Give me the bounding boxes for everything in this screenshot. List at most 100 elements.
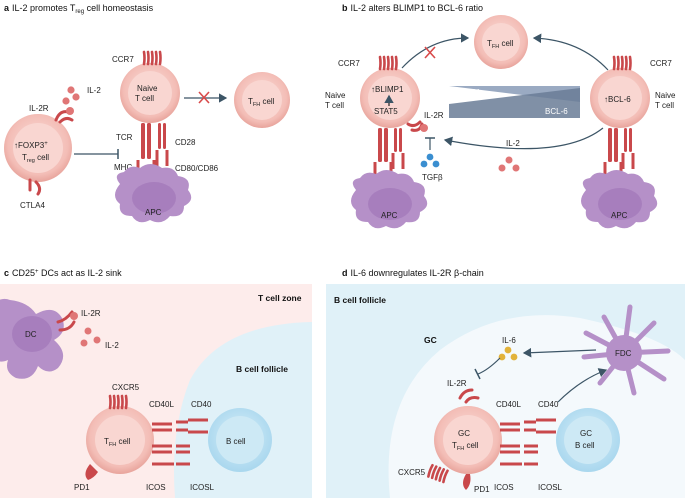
svg-text:Naive: Naive — [325, 91, 346, 100]
synapse-b-left — [373, 128, 405, 176]
cd40-label-c: CD40 — [191, 400, 212, 409]
svg-text:TFH cell: TFH cell — [452, 441, 479, 452]
ccr7-receptor-b-left — [378, 55, 398, 71]
fdc-cell — [581, 304, 671, 396]
svg-text:TFH cell: TFH cell — [104, 437, 131, 448]
synapse-b-right — [603, 128, 635, 176]
il2-dots-b — [498, 156, 520, 172]
il2r-label-c: IL-2R — [81, 309, 101, 318]
synapse-c — [152, 418, 208, 466]
bcl6-cell-label: ↑BCL-6 — [604, 95, 631, 104]
stat5-label: STAT5 — [374, 107, 398, 116]
ccr7-label-b-right: CCR7 — [650, 59, 672, 68]
gc-label: GC — [424, 335, 437, 345]
cd40l-label-c: CD40L — [149, 400, 174, 409]
apc-label-b-right: APC — [611, 211, 628, 220]
svg-text:GC: GC — [580, 429, 592, 438]
svg-text:T cell: T cell — [655, 101, 674, 110]
mhc-label: MHC — [114, 163, 132, 172]
svg-text:TFH cell: TFH cell — [487, 39, 514, 50]
bcell-follicle-label-c: B cell follicle — [236, 364, 288, 374]
arrow-bcl6-to-tfh — [532, 33, 609, 71]
il2-label-b: IL-2 — [506, 139, 520, 148]
cross-a — [198, 91, 210, 104]
svg-text:Naive: Naive — [137, 84, 158, 93]
foxp3-label: ↑FOXP3+ — [14, 141, 48, 150]
svg-text:Naive: Naive — [655, 91, 676, 100]
cd40l-label-d: CD40L — [496, 400, 521, 409]
ctla4-receptor — [28, 178, 42, 196]
il2r-label-d: IL-2R — [447, 379, 467, 388]
cxcr5-label-c: CXCR5 — [112, 383, 140, 392]
pd1-receptor-d — [463, 474, 471, 490]
il2-label-a: IL-2 — [87, 86, 101, 95]
svg-text:T cell: T cell — [325, 101, 344, 110]
pd1-receptor-c — [85, 464, 98, 480]
bcell-c: B cell — [208, 408, 272, 472]
naive-tcell-b-left: ↑BLIMP1 STAT5 — [360, 68, 420, 128]
il6-dots — [498, 346, 518, 361]
blimp1-bar-label: BLIMP1 — [452, 88, 481, 97]
il2r-treg — [54, 107, 74, 124]
il2-label-c: IL-2 — [105, 341, 119, 350]
gc-bcell: GC B cell — [556, 408, 620, 472]
svg-text:GC: GC — [458, 429, 470, 438]
cd80-cd86-label: CD80/CD86 — [175, 164, 219, 173]
cross-b — [424, 46, 436, 59]
il2r-d — [458, 388, 480, 404]
tcr-label: TCR — [116, 133, 133, 142]
il2-dots-a — [62, 86, 80, 105]
tgfb-dots — [420, 153, 440, 168]
ccr7-label-b-left: CCR7 — [338, 59, 360, 68]
tfh-cell-a: TFH cell — [234, 72, 290, 128]
tfh-cell-b: TFH cell — [474, 15, 528, 69]
cxcr5-label-d: CXCR5 — [398, 468, 426, 477]
apc-label-a: APC — [145, 208, 162, 217]
tfh-cell-c: TFH cell — [86, 406, 154, 474]
tgfb-label: TGFβ — [422, 173, 443, 182]
treg-label: Treg cell — [22, 153, 49, 164]
ctla4-label: CTLA4 — [20, 201, 45, 210]
tcell-zone-label: T cell zone — [258, 293, 302, 303]
icos-label-d: ICOS — [494, 483, 514, 492]
gc-b-to-fdc-arrow — [557, 368, 608, 403]
pd1-label-c: PD1 — [74, 483, 90, 492]
ccr7-receptor-b-right — [612, 55, 632, 71]
il2-arrow-b — [443, 127, 604, 150]
ccr7-receptor-a — [142, 50, 162, 66]
il2-dots-c — [80, 327, 101, 347]
svg-text:B cell: B cell — [575, 441, 595, 450]
icosl-label-c: ICOSL — [190, 483, 215, 492]
blocked-arrow-b — [401, 33, 470, 69]
fdc-to-il6-arrow — [522, 347, 597, 358]
gc-tfh-cell: GC TFH cell — [434, 406, 502, 474]
il2r-b — [406, 120, 428, 132]
bcl6-wedge — [449, 88, 580, 118]
svg-text:B cell: B cell — [226, 437, 246, 446]
bcell-follicle-label-d: B cell follicle — [334, 295, 386, 305]
il2r-label-b: IL-2R — [424, 111, 444, 120]
pd1-label-d: PD1 — [474, 485, 490, 494]
blimp1-cell-label: ↑BLIMP1 — [371, 85, 404, 94]
il2r-dc — [56, 310, 78, 332]
ccr7-label-a: CCR7 — [112, 55, 134, 64]
fdc-label: FDC — [615, 349, 632, 358]
cd40-label-d: CD40 — [538, 400, 559, 409]
cd28-label: CD28 — [175, 138, 196, 147]
il6-label: IL-6 — [502, 336, 516, 345]
dc-label: DC — [25, 330, 37, 339]
icosl-label-d: ICOSL — [538, 483, 563, 492]
il6-inhibition-line — [477, 357, 501, 375]
svg-text:T cell: T cell — [135, 94, 154, 103]
treg-cell: ↑FOXP3+ Treg cell — [4, 114, 72, 182]
naive-tcell-b-right: ↑BCL-6 — [590, 68, 650, 128]
